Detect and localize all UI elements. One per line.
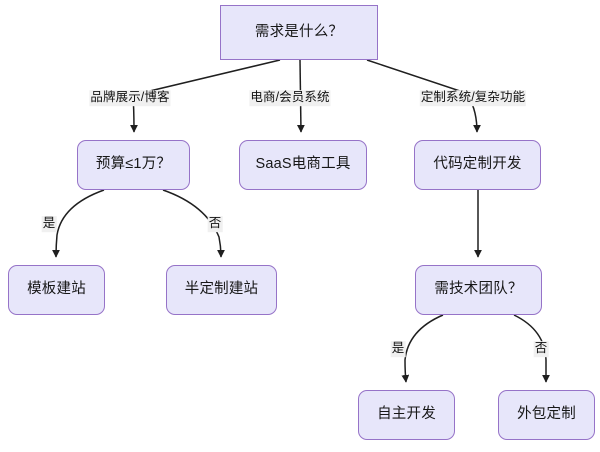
edge-label-team-to-outsource: 否 (533, 341, 549, 357)
edge-label-root-to-custom: 定制系统/复杂功能 (419, 90, 527, 106)
edge-label-budget-to-semi: 否 (207, 216, 223, 232)
edge-label-budget-to-template: 是 (41, 216, 57, 232)
edge-team-to-inhouse (401, 314, 444, 383)
edge-team-to-outsource (513, 314, 550, 383)
edge-budget-to-template (52, 189, 105, 258)
node-saas[interactable]: SaaS电商工具 (239, 140, 367, 190)
edge-label-root-to-budget: 品牌展示/博客 (89, 90, 171, 106)
edge-paths (52, 59, 550, 383)
node-custom[interactable]: 代码定制开发 (414, 140, 541, 190)
edge-label-root-to-saas: 电商/会员系统 (249, 90, 331, 106)
node-root[interactable]: 需求是什么？ (220, 5, 378, 60)
node-semi[interactable]: 半定制建站 (166, 265, 277, 315)
edge-budget-to-semi (162, 189, 225, 258)
node-outsource[interactable]: 外包定制 (498, 390, 595, 440)
edge-label-team-to-inhouse: 是 (390, 341, 406, 357)
node-budget[interactable]: 预算≤1万？ (77, 140, 190, 190)
node-team[interactable]: 需技术团队？ (415, 265, 542, 315)
node-template[interactable]: 模板建站 (8, 265, 105, 315)
node-inhouse[interactable]: 自主开发 (358, 390, 455, 440)
